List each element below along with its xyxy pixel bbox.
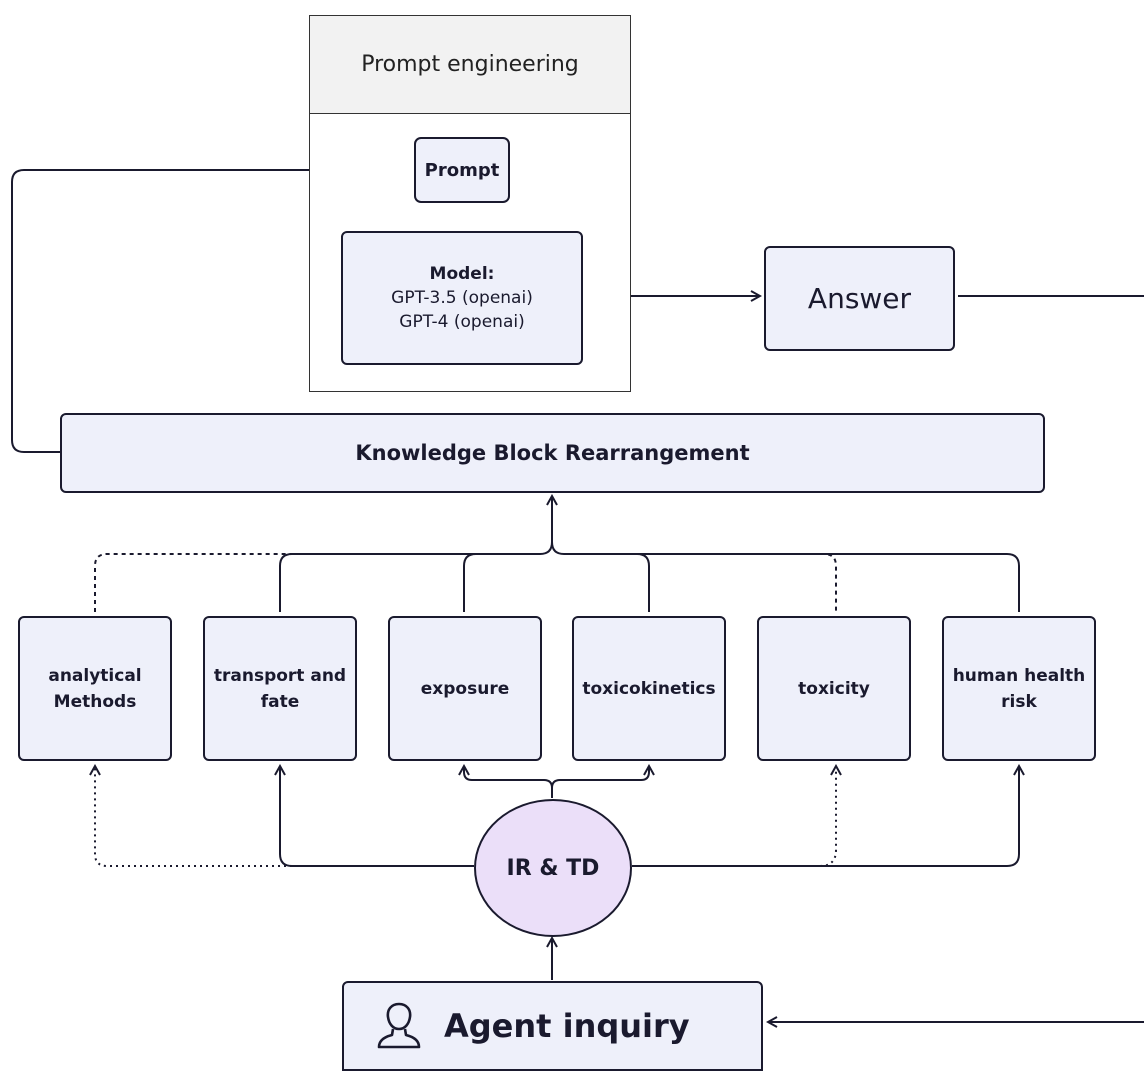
prompt-box: Prompt: [414, 137, 510, 203]
person-icon: [377, 1002, 421, 1049]
irtd-label: IR & TD: [506, 855, 600, 881]
irtd-to-humanhealth-arrow: [632, 766, 1019, 867]
category-toxicokinetics: toxicokinetics: [572, 616, 726, 761]
answer-box: Answer: [764, 246, 955, 351]
irtd-to-exposure-arrow: [464, 766, 553, 798]
toxicity-dashed-link: [812, 553, 837, 612]
category-label: analytical: [48, 665, 142, 686]
category-label: risk: [1001, 691, 1037, 712]
irtd-to-toxicokinetics-arrow: [551, 766, 649, 789]
irtd-to-analytical-dotted-arrow: [95, 766, 292, 867]
model-line: GPT-4 (openai): [399, 312, 525, 332]
category-toxicity: toxicity: [757, 616, 911, 761]
irtd-to-toxicity-dotted-arrow: [819, 766, 836, 867]
category-label: fate: [260, 691, 300, 712]
category-label: toxicity: [798, 678, 870, 699]
answer-label: Answer: [807, 282, 912, 315]
knowledge-block-rearrangement: Knowledge Block Rearrangement: [60, 413, 1045, 493]
category-label: Methods: [53, 691, 137, 712]
kbr-to-prompt-arrow: [11, 170, 412, 453]
agent-inquiry-box: Agent inquiry: [342, 981, 763, 1071]
irtd-node: IR & TD: [474, 799, 632, 937]
category-tree: [279, 496, 1020, 612]
kbr-label: Knowledge Block Rearrangement: [355, 441, 750, 465]
category-analytical-methods: analytical Methods: [18, 616, 172, 761]
analytical-dashed-link: [94, 553, 292, 612]
irtd-to-transport-arrow: [280, 766, 474, 867]
prompt-label: Prompt: [424, 159, 500, 181]
category-human-health-risk: human health risk: [942, 616, 1096, 761]
panel-title: Prompt engineering: [310, 16, 630, 114]
model-box: Model: GPT-3.5 (openai) GPT-4 (openai): [341, 231, 583, 365]
category-transport-and-fate: transport and fate: [203, 616, 357, 761]
category-label: exposure: [420, 678, 510, 699]
model-title: Model:: [429, 264, 495, 284]
category-label: transport and: [213, 665, 347, 686]
category-label: human health: [952, 665, 1086, 686]
model-line: GPT-3.5 (openai): [391, 288, 533, 308]
category-exposure: exposure: [388, 616, 542, 761]
agent-inquiry-label: Agent inquiry: [444, 1007, 690, 1045]
category-label: toxicokinetics: [582, 678, 716, 699]
